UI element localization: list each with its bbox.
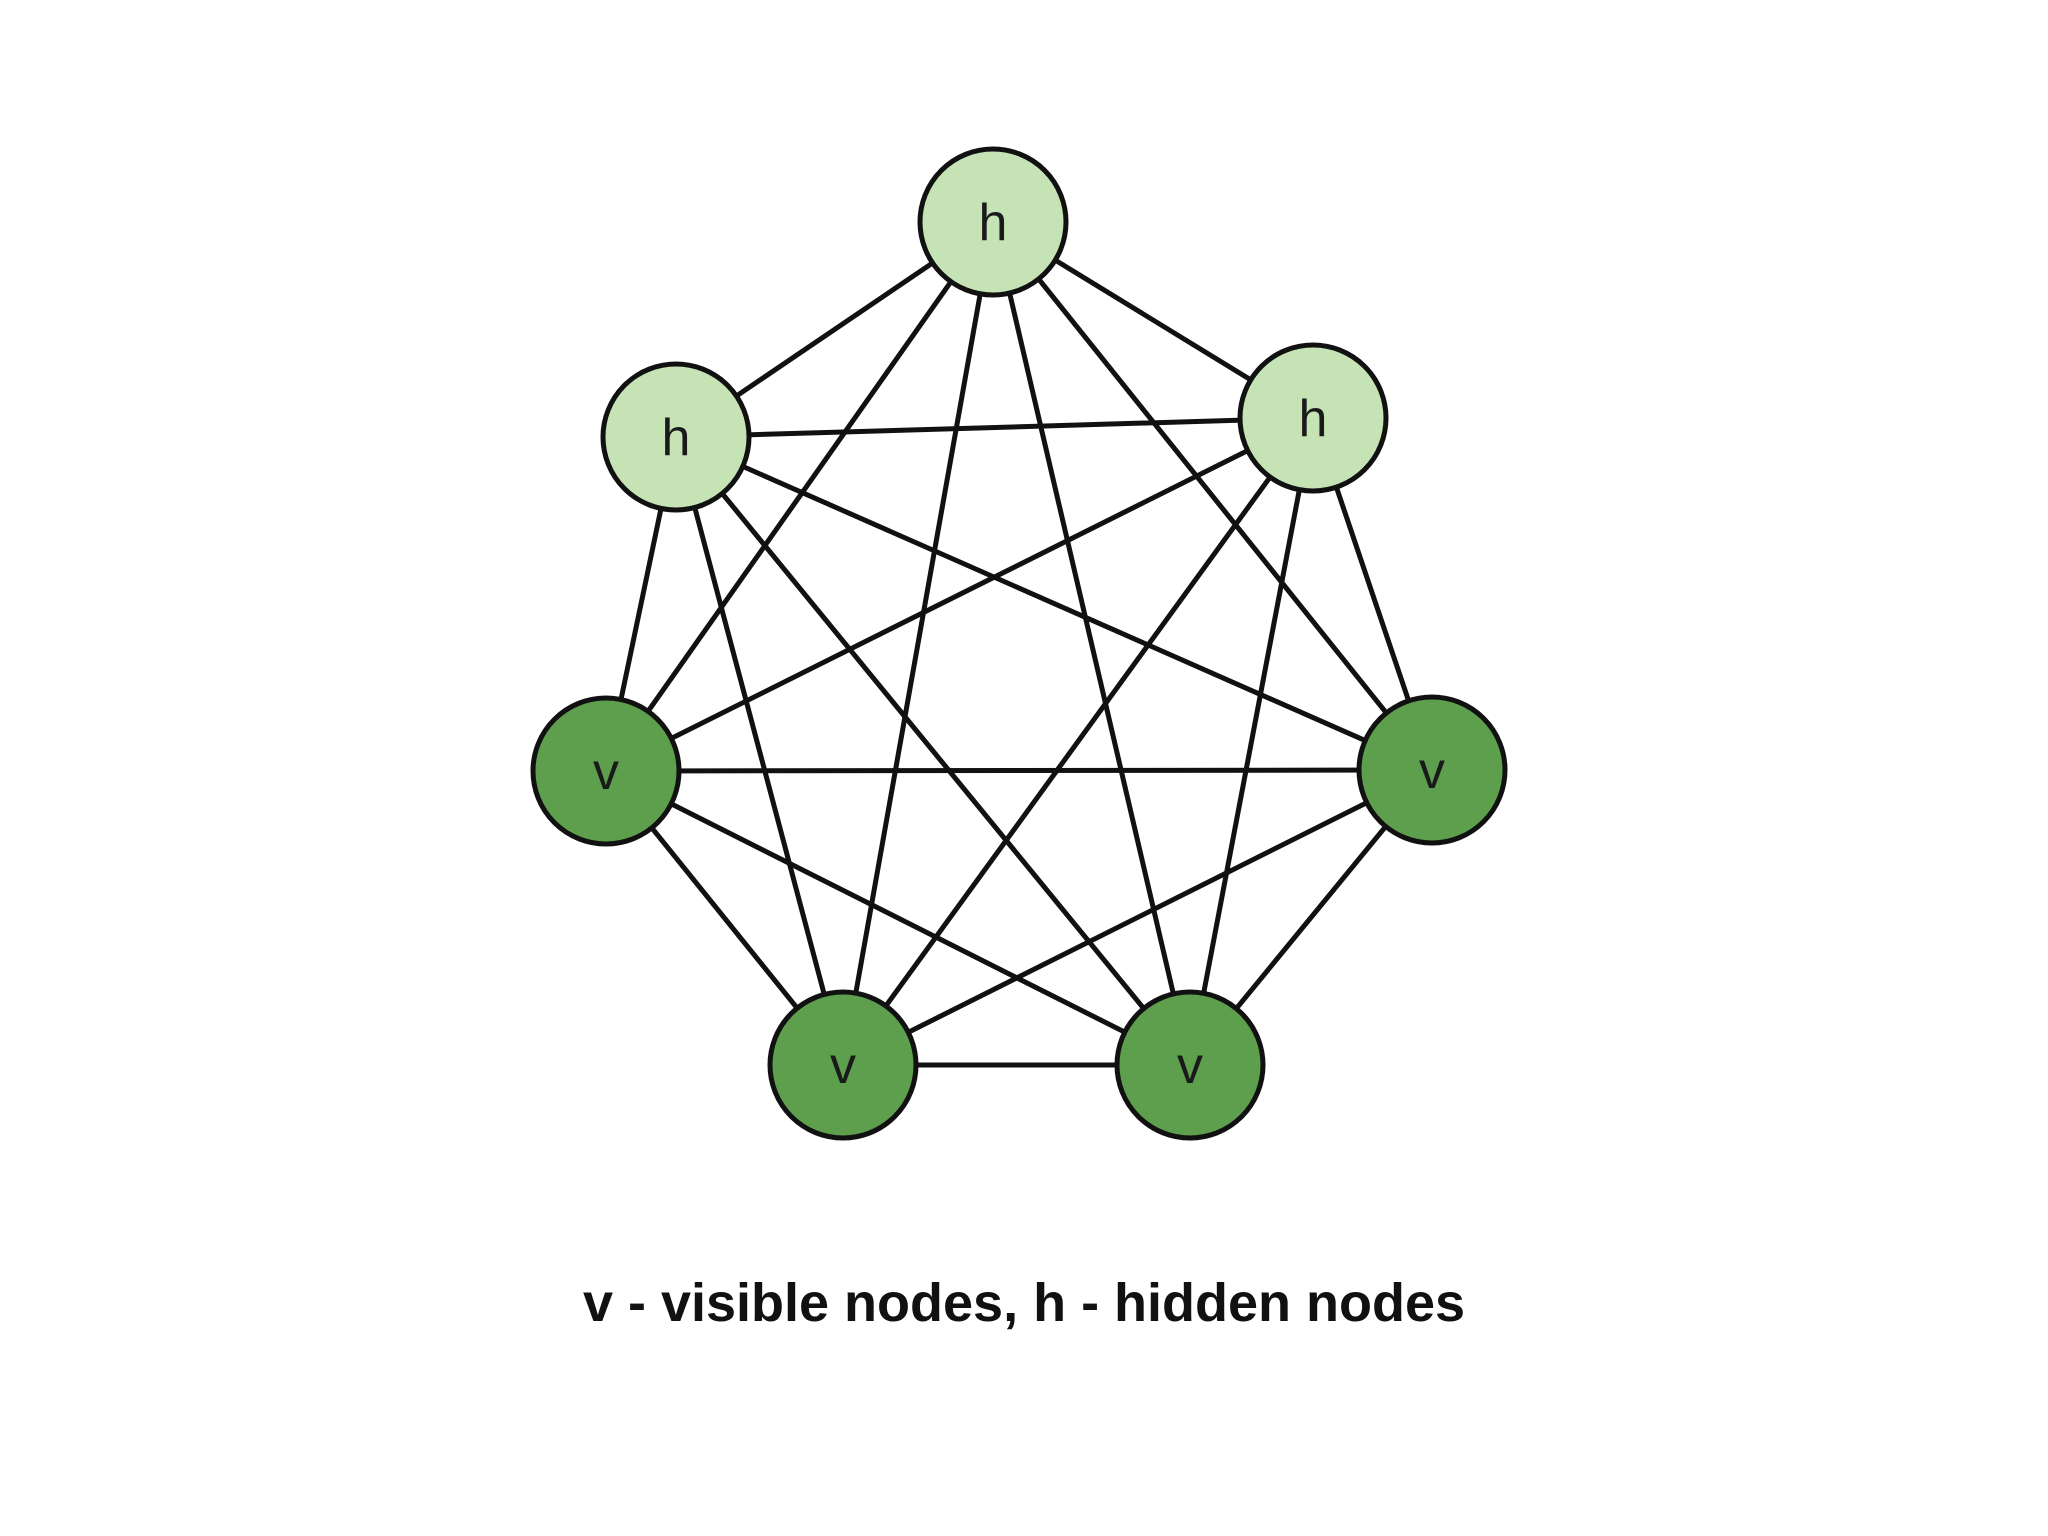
diagram-caption: v - visible nodes, h - hidden nodes [582, 1273, 1466, 1333]
node-h-upper-left: h [600, 361, 752, 513]
node-label-h-upper-right: h [1299, 390, 1328, 448]
node-label-v-bottom-left: v [830, 1037, 856, 1095]
node-v-left: v [530, 695, 682, 847]
edge-h-top-v-bottom-right [990, 221, 1193, 1066]
edge-h-upper-left-v-bottom-left [673, 436, 846, 1066]
node-v-bottom-left: v [767, 989, 919, 1141]
edge-v-left-v-bottom-right [604, 768, 1192, 1068]
node-circle-h-top [917, 146, 1069, 298]
edge-h-upper-left-h-upper-right [675, 415, 1314, 440]
node-v-bottom-right: v [1114, 989, 1266, 1141]
node-v-right: v [1356, 694, 1508, 846]
node-circle-v-right [1356, 694, 1508, 846]
edges-layer [603, 219, 1435, 1068]
node-h-upper-right: h [1237, 342, 1389, 494]
node-circle-h-upper-right [1237, 342, 1389, 494]
edge-h-upper-left-v-right [674, 434, 1434, 773]
node-label-h-upper-left: h [662, 409, 691, 467]
edge-h-top-v-left [603, 220, 996, 773]
node-circle-v-bottom-left [767, 989, 919, 1141]
node-label-v-left: v [593, 743, 619, 801]
edge-h-top-v-bottom-left [840, 221, 996, 1066]
edge-h-upper-left-v-bottom-right [674, 435, 1192, 1067]
node-h-top: h [917, 146, 1069, 298]
node-circle-v-left [530, 695, 682, 847]
node-circle-h-upper-left [600, 361, 752, 513]
node-label-v-right: v [1419, 742, 1445, 800]
edge-v-left-v-right [605, 767, 1433, 774]
node-circle-v-bottom-right [1114, 989, 1266, 1141]
node-label-h-top: h [979, 194, 1008, 252]
edge-v-right-v-bottom-left [841, 767, 1434, 1068]
nodes-layer: h h h v v v v [530, 146, 1508, 1141]
edge-h-upper-right-v-left [604, 415, 1315, 774]
node-label-v-bottom-right: v [1177, 1037, 1203, 1095]
edge-h-upper-right-v-bottom-left [840, 416, 1316, 1067]
edge-h-upper-right-v-bottom-right [1187, 417, 1316, 1066]
edge-h-top-v-right [991, 220, 1434, 772]
